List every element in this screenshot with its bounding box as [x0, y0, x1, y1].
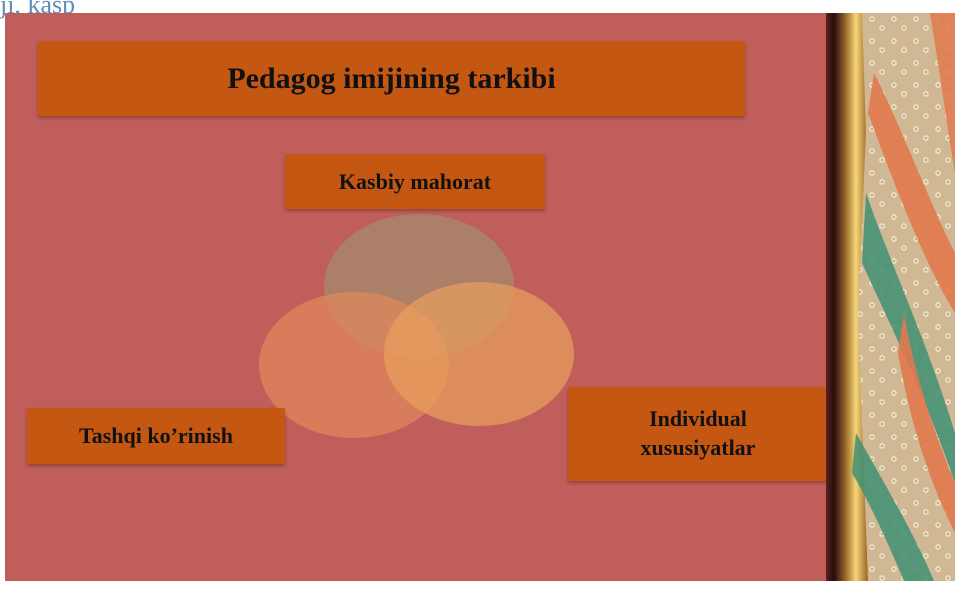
slide: Pedagog imijining tarkibi Kasbiy mahorat… [5, 13, 843, 581]
label-individual-xususiyatlar: Individual xususiyatlar [568, 387, 828, 481]
bottom-strip [0, 581, 955, 594]
venn-diagram [259, 214, 574, 438]
slide-title: Pedagog imijining tarkibi [38, 41, 745, 116]
slide-edge-shadow [826, 13, 844, 581]
floral-pattern-strip-icon [844, 13, 955, 581]
venn-circle-individual [384, 282, 574, 426]
label-individual-line1: Individual [649, 406, 747, 432]
label-individual-line2: xususiyatlar [640, 435, 756, 460]
label-tashqi-korinish: Tashqi ko’rinish [27, 408, 285, 464]
label-kasbiy-mahorat: Kasbiy mahorat [285, 154, 545, 209]
